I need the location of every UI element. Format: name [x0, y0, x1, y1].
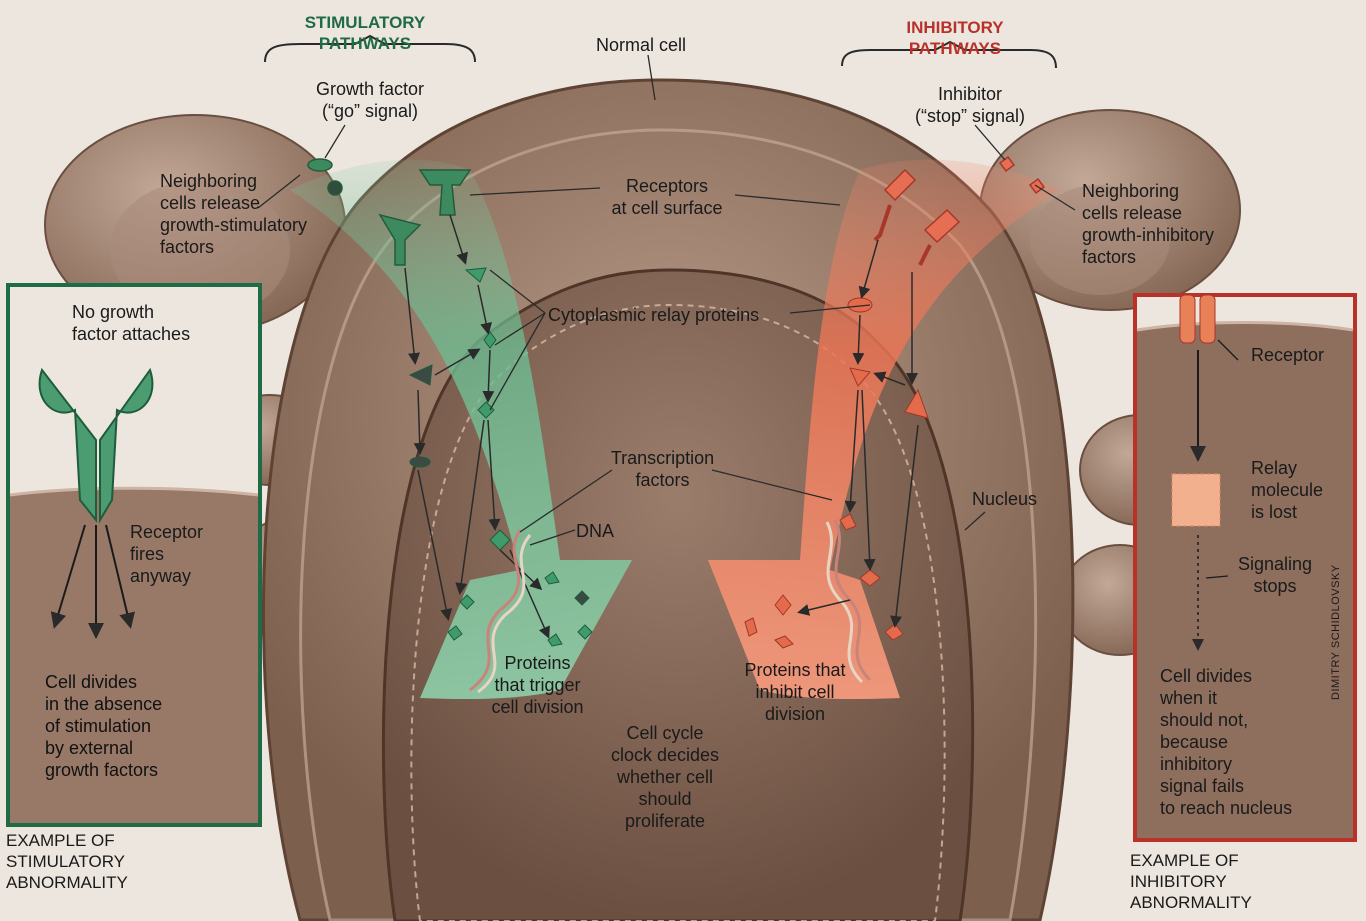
- stimulatory-abnormality-caption: EXAMPLE OF STIMULATORY ABNORMALITY: [6, 830, 128, 893]
- receptors-label: Receptors at cell surface: [592, 175, 742, 219]
- receptor-fires-label: Receptor fires anyway: [130, 521, 203, 587]
- transcription-factors-label: Transcription factors: [590, 447, 735, 491]
- stimulatory-heading: STIMULATORY PATHWAYS: [300, 12, 430, 54]
- proteins-trigger-label: Proteins that trigger cell division: [470, 652, 605, 718]
- inhibitor-label: Inhibitor (“stop” signal): [895, 83, 1045, 127]
- signaling-stops-label: Signaling stops: [1225, 553, 1325, 597]
- cell-divides-left-label: Cell divides in the absence of stimulati…: [45, 671, 162, 781]
- normal-cell-label: Normal cell: [596, 34, 686, 56]
- cell-divides-right-label: Cell divides when it should not, because…: [1160, 665, 1292, 819]
- neighboring-inhibitory-label: Neighboring cells release growth-inhibit…: [1082, 180, 1214, 268]
- neighboring-stimulatory-label: Neighboring cells release growth-stimula…: [160, 170, 307, 258]
- cell-cycle-clock-label: Cell cycle clock decides whether cell sh…: [590, 722, 740, 832]
- inhibitory-abnormality-caption: EXAMPLE OF INHIBITORY ABNORMALITY: [1130, 850, 1252, 913]
- no-growth-label: No growth factor attaches: [72, 301, 190, 345]
- nucleus-label: Nucleus: [972, 488, 1037, 510]
- artist-credit: DIMITRY SCHIDLOVSKY: [1330, 564, 1342, 700]
- dna-label: DNA: [576, 520, 614, 542]
- proteins-inhibit-label: Proteins that inhibit cell division: [725, 659, 865, 725]
- relay-proteins-label: Cytoplasmic relay proteins: [548, 304, 759, 326]
- relay-lost-label: Relay molecule is lost: [1251, 457, 1323, 523]
- receptor-label: Receptor: [1251, 344, 1324, 366]
- growth-factor-label: Growth factor (“go” signal): [300, 78, 440, 122]
- inhibitory-heading: INHIBITORY PATHWAYS: [885, 17, 1025, 59]
